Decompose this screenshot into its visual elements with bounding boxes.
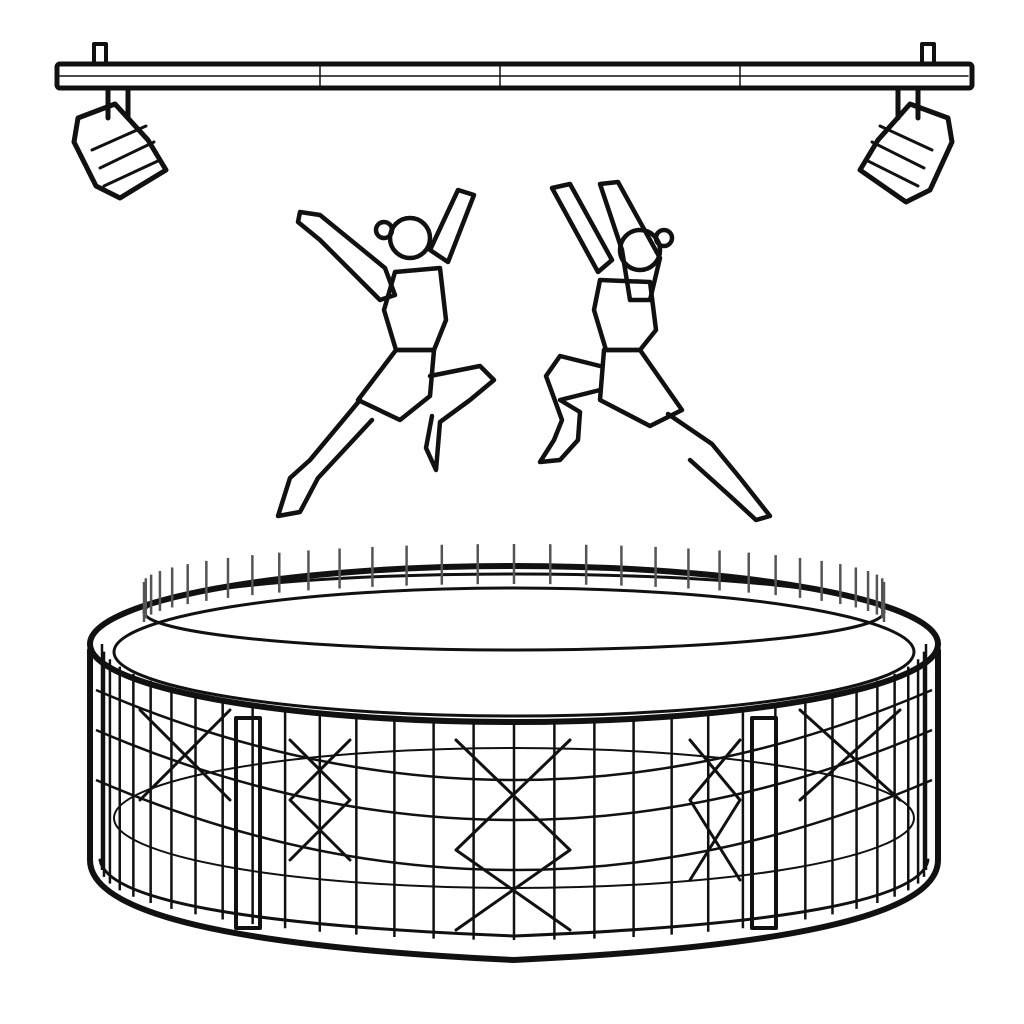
net-horizontal-line xyxy=(95,688,933,782)
gymnast-right xyxy=(537,179,773,523)
net-horizontal-line xyxy=(95,778,933,872)
spotlight-left-icon xyxy=(71,85,169,201)
gymnast-left xyxy=(275,187,497,519)
lighting-truss-bar xyxy=(54,42,975,91)
net-horizontal-line xyxy=(95,728,933,822)
circular-net-enclosure xyxy=(87,544,941,963)
spotlight-right-icon xyxy=(857,85,955,205)
